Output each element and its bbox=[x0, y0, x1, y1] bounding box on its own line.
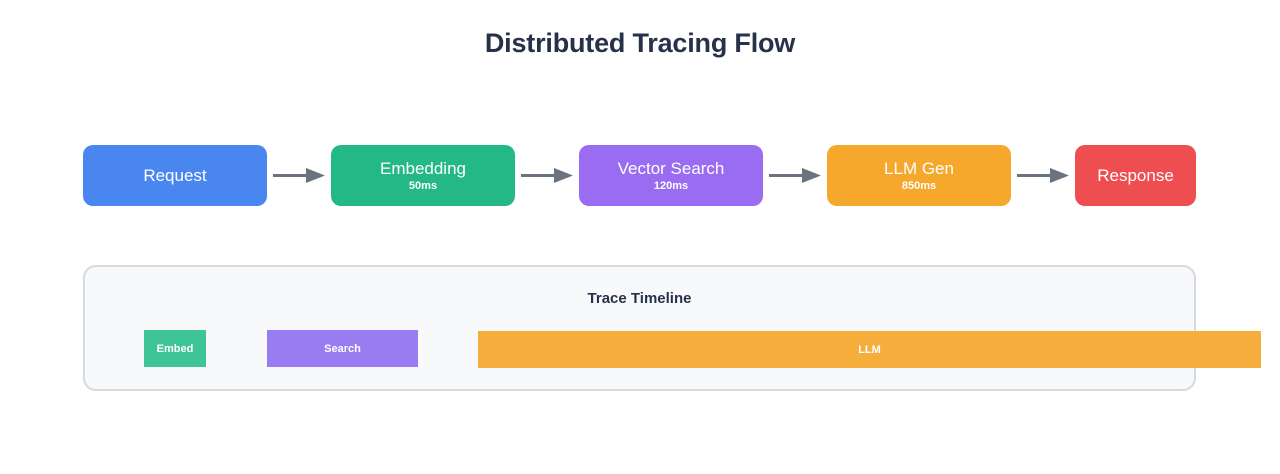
flow-node-label: Embedding bbox=[379, 158, 466, 178]
trace-timeline-panel: Trace Timeline bbox=[83, 265, 1196, 391]
flow-node-duration: 50ms bbox=[408, 179, 438, 192]
flow-node-duration: 850ms bbox=[901, 179, 937, 192]
timeline-bar-label: LLM bbox=[858, 343, 881, 356]
timeline-bar-search[interactable]: Search bbox=[267, 330, 418, 367]
flow-node-label: Response bbox=[1097, 165, 1174, 185]
flow-node-request[interactable]: Request bbox=[83, 145, 267, 206]
page-title: Distributed Tracing Flow bbox=[484, 28, 796, 58]
flow-node-label: Vector Search bbox=[617, 158, 725, 178]
flow-node-label: LLM Gen bbox=[884, 158, 954, 178]
arrow-request-embedding bbox=[273, 168, 325, 183]
arrow-vector-search-llm-gen bbox=[769, 168, 821, 183]
arrow-embedding-vector-search bbox=[521, 168, 573, 183]
timeline-panel-title: Trace Timeline bbox=[587, 290, 692, 307]
timeline-bar-embed[interactable]: Embed bbox=[144, 330, 206, 367]
timeline-bar-label: Embed bbox=[156, 342, 194, 355]
arrow-llm-gen-response bbox=[1017, 168, 1069, 183]
flow-node-response[interactable]: Response bbox=[1075, 145, 1196, 206]
flow-node-label: Request bbox=[143, 165, 207, 185]
flow-node-duration: 120ms bbox=[653, 179, 689, 192]
timeline-bar-llm[interactable]: LLM bbox=[478, 331, 1261, 368]
timeline-bar-label: Search bbox=[324, 342, 361, 355]
